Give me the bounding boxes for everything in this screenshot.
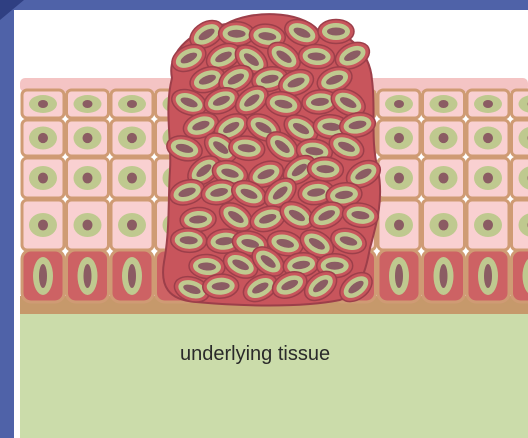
underlying-tissue-label: underlying tissue	[180, 343, 330, 366]
nucleus-chromatin	[38, 173, 48, 184]
nucleus-chromatin	[394, 220, 404, 231]
nucleus-chromatin	[483, 133, 493, 143]
nucleus-chromatin	[439, 100, 449, 108]
tumor-mass	[163, 14, 385, 307]
nucleus-chromatin	[394, 133, 404, 143]
nucleus-chromatin	[394, 100, 404, 108]
nucleus-chromatin	[483, 100, 493, 108]
tumor-cell-chromatin	[326, 262, 344, 270]
nucleus-chromatin	[83, 100, 93, 108]
nucleus-chromatin	[38, 133, 48, 143]
nucleus-chromatin	[83, 133, 93, 143]
underlying-tissue	[20, 312, 528, 438]
nucleus-chromatin	[439, 173, 449, 184]
nucleus-chromatin	[394, 173, 404, 184]
basal-chromatin	[440, 264, 448, 288]
nucleus-chromatin	[38, 100, 48, 108]
nucleus-chromatin	[127, 173, 137, 184]
tumor-cell-chromatin	[327, 28, 345, 36]
basal-chromatin	[84, 264, 92, 288]
nucleus-chromatin	[439, 133, 449, 143]
tumor-cell	[318, 20, 354, 44]
nucleus-chromatin	[127, 100, 137, 108]
nucleus-chromatin	[83, 220, 93, 231]
basal-chromatin	[128, 264, 136, 288]
nucleus-chromatin	[483, 220, 493, 231]
nucleus-chromatin	[83, 173, 93, 184]
nucleus-chromatin	[127, 220, 137, 231]
basal-chromatin	[484, 264, 492, 288]
nucleus-chromatin	[127, 133, 137, 143]
nucleus-chromatin	[439, 220, 449, 231]
basal-chromatin	[39, 264, 47, 288]
nucleus-chromatin	[483, 173, 493, 184]
basal-chromatin	[395, 264, 403, 288]
nucleus-chromatin	[38, 220, 48, 231]
